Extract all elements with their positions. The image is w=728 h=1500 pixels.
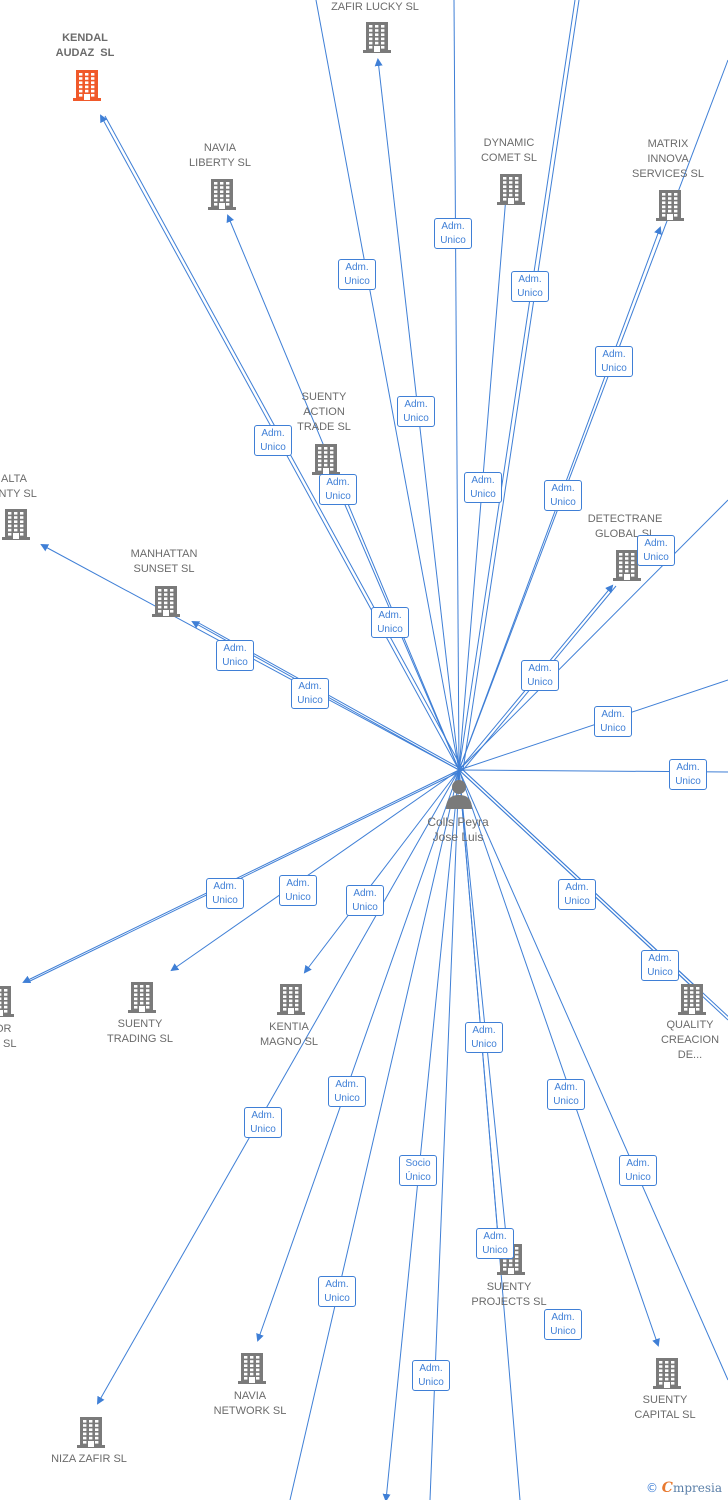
relation-edge	[462, 769, 728, 1017]
relation-badge[interactable]: Adm. Unico	[412, 1360, 450, 1391]
relation-edge	[315, 0, 460, 771]
relation-badge[interactable]: Adm. Unico	[476, 1228, 514, 1259]
relation-edge	[170, 769, 460, 972]
relation-badge[interactable]: Adm. Unico	[558, 879, 596, 910]
building-icon[interactable]	[276, 982, 306, 1016]
relation-badge[interactable]: Adm. Unico	[244, 1107, 282, 1138]
relation-edge	[458, 59, 728, 771]
relation-badge[interactable]: Adm. Unico	[637, 535, 675, 566]
company-label-tor[interactable]: TOR ON SL	[0, 1023, 17, 1050]
building-icon[interactable]	[207, 177, 237, 211]
relation-badge[interactable]: Adm. Unico	[521, 660, 559, 691]
relation-badge[interactable]: Adm. Unico	[254, 425, 292, 456]
building-icon[interactable]	[652, 1356, 682, 1390]
relation-edge	[27, 769, 464, 983]
company-label-kentia[interactable]: KENTIA MAGNO SL	[259, 1021, 319, 1048]
company-label-suenty-capital[interactable]: SUENTY CAPITAL SL	[634, 1394, 696, 1421]
building-icon[interactable]	[677, 982, 707, 1016]
company-label-dynamic-comet[interactable]: DYNAMIC COMET SL	[480, 137, 538, 164]
relation-badge[interactable]: Adm. Unico	[328, 1076, 366, 1107]
relation-badge[interactable]: Adm. Unico	[346, 885, 384, 916]
brand-name: mpresia	[672, 1481, 722, 1495]
relation-badge[interactable]: Adm. Unico	[669, 759, 707, 790]
building-icon[interactable]	[72, 68, 102, 102]
company-label-alta-enty[interactable]: ALTA ENTY SL	[0, 473, 37, 500]
company-label-suenty-trading[interactable]: SUENTY TRADING SL	[106, 1018, 174, 1045]
company-label-zafir-lucky[interactable]: ZAFIR LUCKY SL	[331, 1, 419, 13]
building-icon[interactable]	[76, 1415, 106, 1449]
relation-edge	[382, 769, 460, 1500]
relation-badge[interactable]: Adm. Unico	[547, 1079, 585, 1110]
person-icon	[446, 780, 472, 809]
person-node[interactable]	[444, 778, 474, 810]
building-icon[interactable]	[311, 442, 341, 476]
relation-badge[interactable]: Adm. Unico	[595, 346, 633, 377]
relation-badge[interactable]: Adm. Unico	[279, 875, 317, 906]
building-icon[interactable]	[655, 188, 685, 222]
relation-badge[interactable]: Adm. Unico	[464, 472, 502, 503]
relation-edge	[289, 769, 460, 1500]
building-icon[interactable]	[496, 172, 526, 206]
company-label-quality[interactable]: QUALITY CREACION DE...	[660, 1019, 720, 1061]
relation-badge[interactable]: Adm. Unico	[397, 396, 435, 427]
building-icon[interactable]	[151, 584, 181, 618]
company-label-suenty-projects[interactable]: SUENTY PROJECTS SL	[471, 1281, 547, 1308]
relation-badge[interactable]: Adm. Unico	[465, 1022, 503, 1053]
building-icon[interactable]	[127, 980, 157, 1014]
company-label-manhattan[interactable]: MANHATTAN SUNSET SL	[130, 548, 198, 575]
relation-edge	[22, 769, 460, 983]
relation-badge[interactable]: Adm. Unico	[206, 878, 244, 909]
relation-badge[interactable]: Adm. Unico	[338, 259, 376, 290]
relation-edge	[97, 769, 460, 1405]
brand-initial: C	[661, 1480, 673, 1496]
company-label-navia-liberty[interactable]: NAVIA LIBERTY SL	[189, 142, 251, 169]
company-label-suenty-action[interactable]: SUENTY ACTION TRADE SL	[297, 391, 351, 433]
copyright-icon: ©	[645, 1481, 658, 1495]
relation-edge	[458, 769, 508, 1246]
relation-edge	[453, 0, 460, 771]
building-icon[interactable]	[362, 20, 392, 54]
company-label-niza-zafir[interactable]: NIZA ZAFIR SL	[51, 1453, 127, 1465]
relation-badge[interactable]: Adm. Unico	[544, 1309, 582, 1340]
relation-badge[interactable]: Socio Único	[399, 1155, 437, 1186]
company-label-matrix-innova[interactable]: MATRIX INNOVA SERVICES SL	[632, 138, 704, 180]
relation-badge[interactable]: Adm. Unico	[619, 1155, 657, 1186]
company-label-navia-network[interactable]: NAVIA NETWORK SL	[213, 1390, 287, 1417]
relation-badge[interactable]: Adm. Unico	[319, 474, 357, 505]
relation-edge	[256, 769, 460, 1342]
relation-edge	[462, 0, 580, 771]
building-icon[interactable]	[237, 1351, 267, 1385]
relation-badge[interactable]: Adm. Unico	[318, 1276, 356, 1307]
relation-edge	[458, 769, 728, 1381]
company-label-kendal[interactable]: KENDAL AUDAZ SL	[55, 32, 115, 59]
company-label-detectrane[interactable]: DETECTRANE GLOBAL SL	[587, 513, 663, 540]
person-name[interactable]: Colls Peyra Jose Luis	[427, 815, 489, 844]
relation-badge[interactable]: Adm. Unico	[371, 607, 409, 638]
relation-badge[interactable]: Adm. Unico	[544, 480, 582, 511]
relation-badge[interactable]: Adm. Unico	[216, 640, 254, 671]
relation-edge	[458, 499, 728, 771]
relation-edge	[458, 679, 728, 771]
relation-edge	[458, 769, 521, 1500]
building-icon[interactable]	[1, 507, 31, 541]
relation-badge[interactable]: Adm. Unico	[291, 678, 329, 709]
building-icon[interactable]	[612, 548, 642, 582]
brand-footer: © Cmpresia	[646, 1480, 722, 1496]
relation-badge[interactable]: Adm. Unico	[641, 950, 679, 981]
relation-badge[interactable]: Adm. Unico	[511, 271, 549, 302]
relation-edge	[458, 769, 660, 1347]
relation-edge	[303, 769, 460, 974]
building-icon[interactable]	[0, 984, 15, 1018]
relation-edge	[458, 0, 576, 771]
relation-badge[interactable]: Adm. Unico	[434, 218, 472, 249]
relation-badge[interactable]: Adm. Unico	[594, 706, 632, 737]
